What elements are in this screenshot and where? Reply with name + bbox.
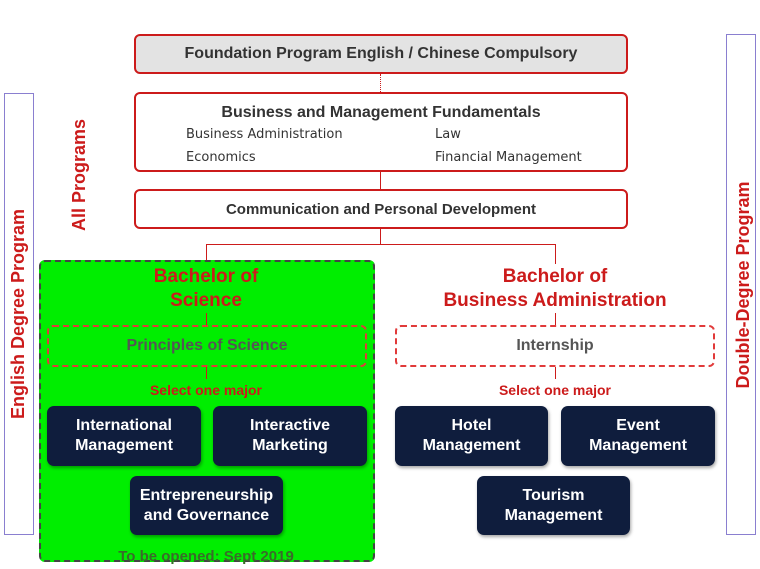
major-label-line: International: [75, 417, 172, 434]
major-label-line: Management: [504, 506, 603, 524]
major-label-line: Management: [589, 437, 687, 454]
fundamentals-item: Law: [435, 127, 461, 142]
double-degree-frame: [726, 34, 756, 535]
fundamentals-item: Economics: [186, 150, 256, 165]
all-programs-label: All Programs: [69, 118, 89, 232]
english-degree-label: English Degree Program: [8, 208, 28, 420]
connector-branch-business: [555, 244, 556, 264]
major-label-line: Marketing: [252, 437, 328, 454]
science-select-label: Select one major: [149, 382, 263, 398]
major-label-line: Tourism: [522, 486, 585, 504]
major-tourism-management: Tourism Management: [477, 476, 630, 535]
major-entrepreneurship-governance: Entrepreneurship and Governance: [130, 476, 283, 535]
foundation-program-box: Foundation Program English / Chinese Com…: [134, 34, 628, 74]
major-event-management: Event Management: [561, 406, 715, 466]
science-title-line: Science: [170, 290, 242, 311]
major-interactive-marketing: Interactive Marketing: [213, 406, 367, 466]
major-label-line: Event: [616, 417, 660, 434]
major-international-management: International Management: [47, 406, 201, 466]
major-hotel-management: Hotel Management: [395, 406, 548, 466]
major-label-line: Entrepreneurship: [139, 486, 274, 504]
major-label-line: Interactive: [249, 417, 331, 434]
business-select-label: Select one major: [498, 382, 612, 398]
science-title-line: Bachelor of: [153, 266, 259, 287]
connector-business-title-core: [555, 313, 556, 325]
major-label-line: Management: [422, 437, 521, 454]
fundamentals-item: Financial Management: [435, 150, 582, 165]
fundamentals-box: Business and Management Fundamentals Bus…: [134, 92, 628, 172]
connector-science-title-core: [206, 313, 207, 325]
connector-business-core-select: [555, 367, 556, 379]
fundamentals-title: Business and Management Fundamentals: [221, 104, 541, 121]
business-program-title: Bachelor of Business Administration: [395, 265, 715, 313]
connector-foundation-fundamentals: [380, 74, 381, 92]
fundamentals-item: Business Administration: [186, 127, 343, 142]
business-title-line: Bachelor of: [502, 266, 608, 287]
connector-fundamentals-communication: [380, 172, 381, 189]
double-degree-label: Double-Degree Program: [733, 181, 753, 389]
connector-science-core-select: [206, 367, 207, 379]
major-label-line: Hotel: [451, 417, 492, 434]
business-title-line: Business Administration: [443, 290, 667, 311]
english-degree-frame: [4, 93, 34, 535]
connector-branch-horizontal: [206, 244, 555, 245]
major-label-line: and Governance: [143, 506, 270, 524]
science-opening-note: To be opened: Sept 2019: [118, 548, 294, 565]
communication-box: Communication and Personal Development: [134, 189, 628, 229]
connector-communication-split: [380, 229, 381, 245]
science-program-title: Bachelor of Science: [106, 265, 306, 313]
major-label-line: Management: [75, 437, 173, 454]
connector-branch-science: [206, 244, 207, 264]
science-core-box: Principles of Science: [47, 325, 367, 367]
business-core-box: Internship: [395, 325, 715, 367]
